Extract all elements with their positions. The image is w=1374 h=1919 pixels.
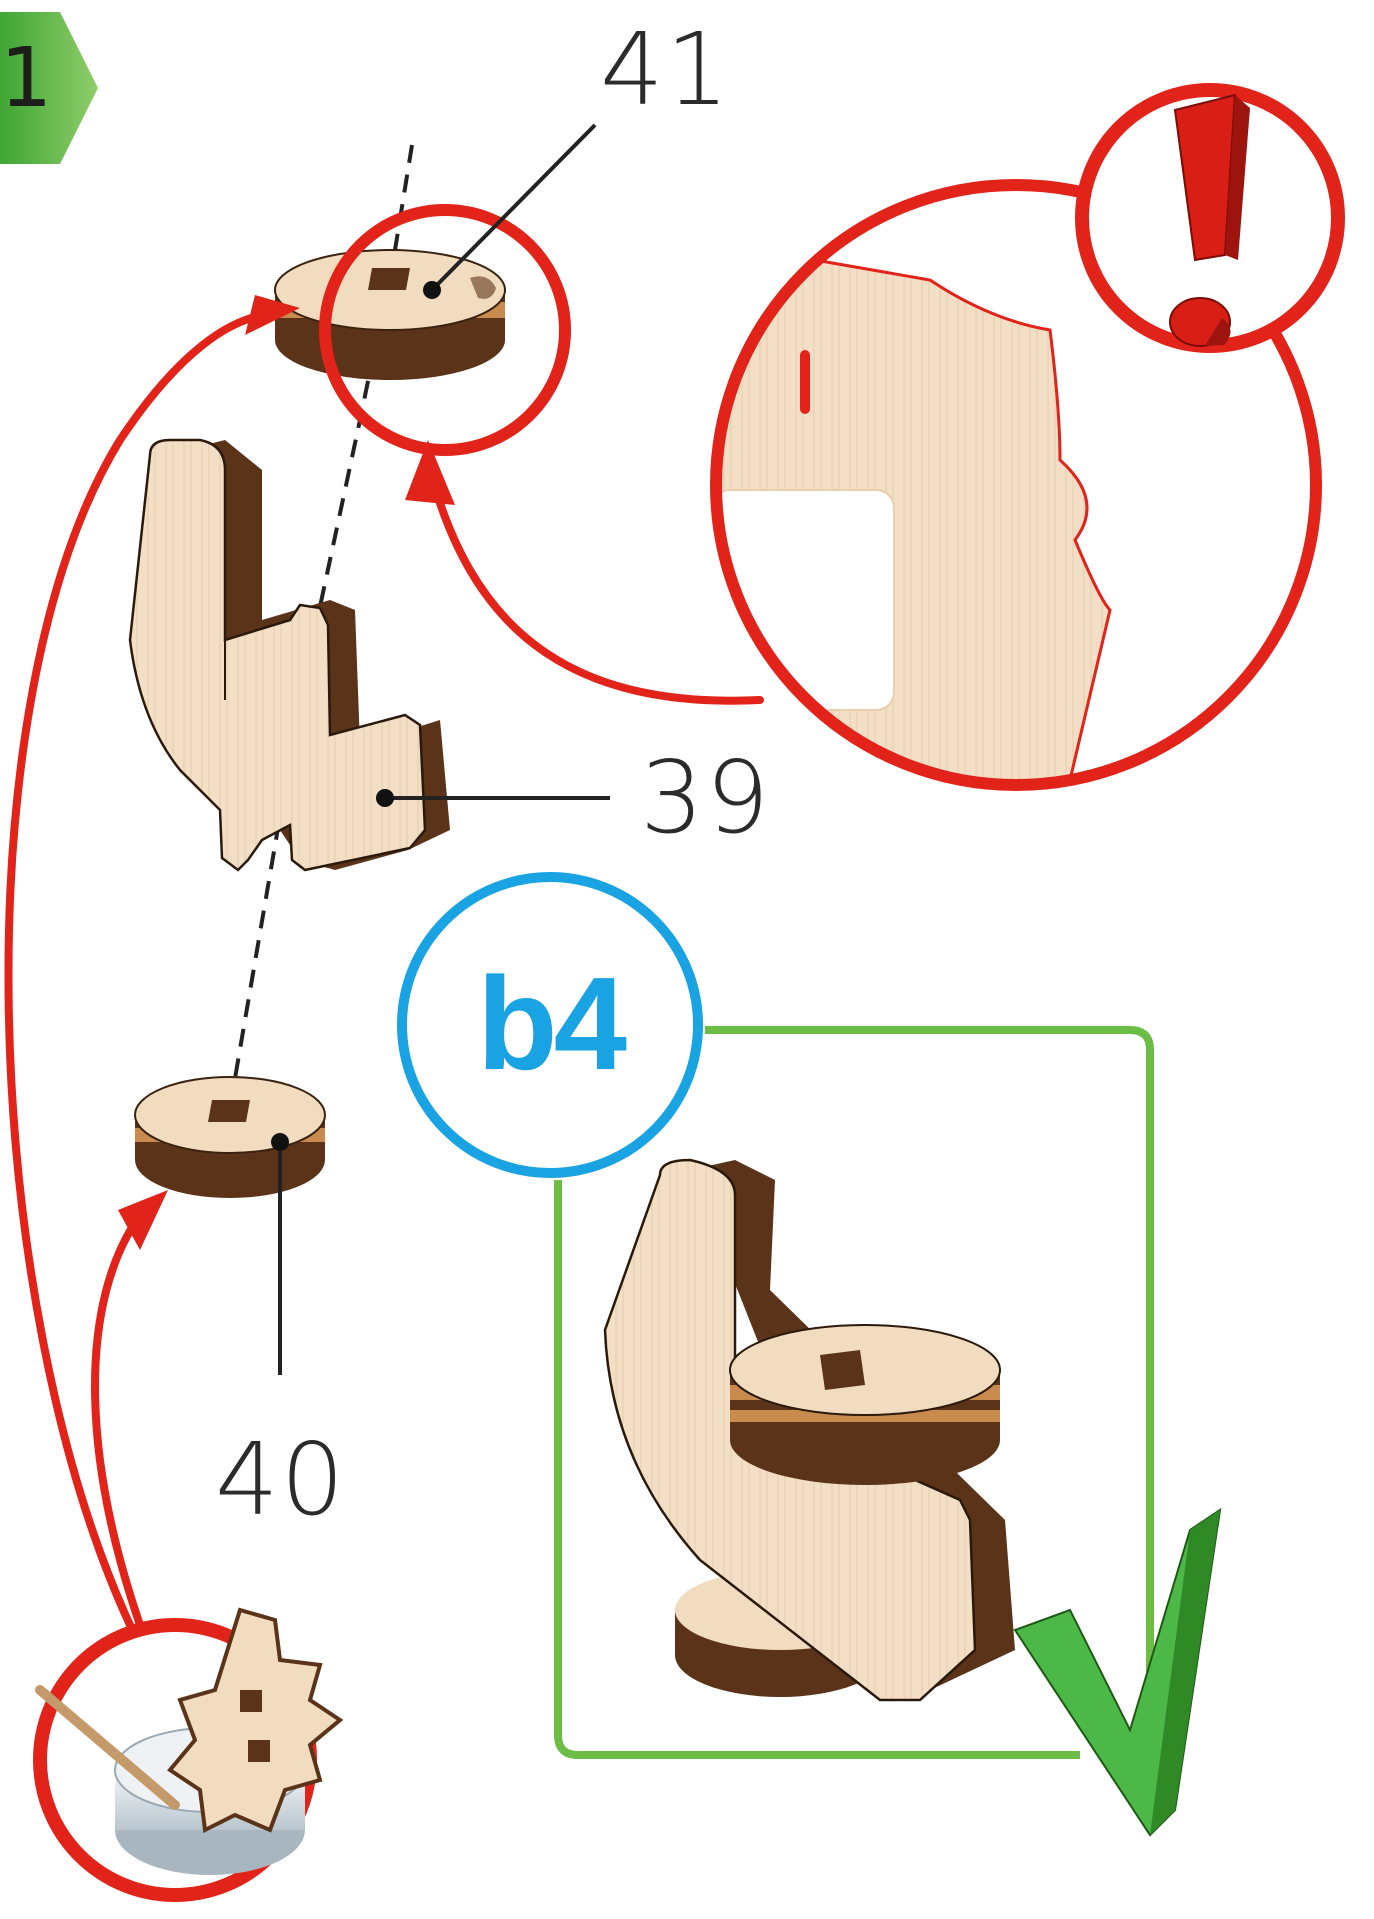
step-number: 1: [0, 38, 52, 120]
assembled-piece: [605, 1160, 1015, 1700]
substep-label: b4: [400, 958, 700, 1090]
glue-pot-icon: [40, 1610, 340, 1895]
part-label-41: 41: [600, 20, 731, 120]
exclamation-icon: [1082, 90, 1338, 346]
part-40-disk: [135, 1077, 325, 1198]
part-39-piece: [130, 440, 450, 870]
part-41-disk: [275, 250, 505, 380]
part-label-40: 40: [215, 1430, 346, 1530]
part-label-39: 39: [640, 748, 771, 848]
checkmark-icon: [1015, 1510, 1220, 1835]
